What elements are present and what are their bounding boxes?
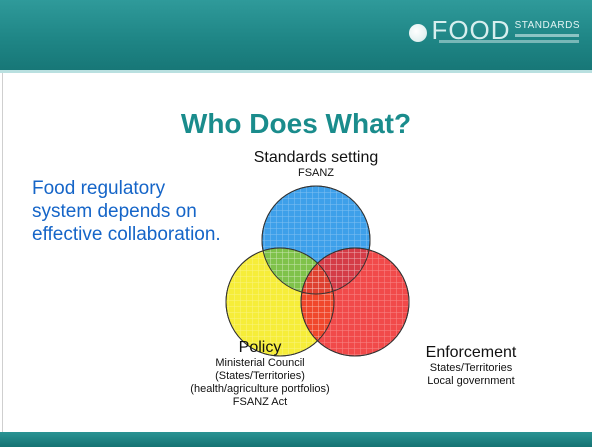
left-border — [2, 73, 3, 432]
intro-text: Food regulatory system depends on effect… — [32, 178, 221, 245]
header-band — [0, 0, 592, 70]
footer-band — [0, 432, 592, 447]
policy-line: Ministerial Council — [215, 357, 305, 369]
policy-line: (States/Territories) — [215, 370, 305, 382]
logo-standards-text: STANDARDS — [514, 19, 580, 31]
policy-label: Policy Ministerial Council (States/Terri… — [160, 338, 360, 409]
standards-setting-label: Standards setting FSANZ — [216, 148, 416, 180]
logo-disc-icon — [409, 24, 428, 42]
logo-side-block: STANDARDS — [438, 19, 580, 43]
standards-setting-heading: Standards setting — [253, 149, 379, 166]
standards-setting-line: FSANZ — [297, 167, 335, 179]
enforcement-heading: Enforcement — [425, 344, 517, 361]
enforcement-label: Enforcement States/Territories Local gov… — [396, 343, 546, 388]
policy-outline — [225, 247, 335, 357]
enforcement-line: States/Territories — [429, 362, 513, 374]
enforcement-outline — [300, 247, 410, 357]
policy-line: FSANZ Act — [232, 396, 288, 408]
slide-title: Who Does What? — [180, 108, 412, 139]
header-divider — [0, 70, 592, 73]
logo-fineprint-bar — [438, 39, 579, 43]
enforcement-line: Local government — [427, 375, 515, 387]
policy-heading: Policy — [238, 339, 282, 356]
grid-texture — [226, 248, 334, 356]
standards-setting-outline — [261, 185, 371, 295]
logo-fineprint-bar — [514, 33, 579, 37]
food-standards-logo: FOOD STANDARDS — [409, 16, 580, 50]
policy-line: (health/agriculture portfolios) — [190, 383, 330, 395]
logo-wordmark: FOOD — [431, 15, 511, 45]
grid-texture — [301, 248, 409, 356]
